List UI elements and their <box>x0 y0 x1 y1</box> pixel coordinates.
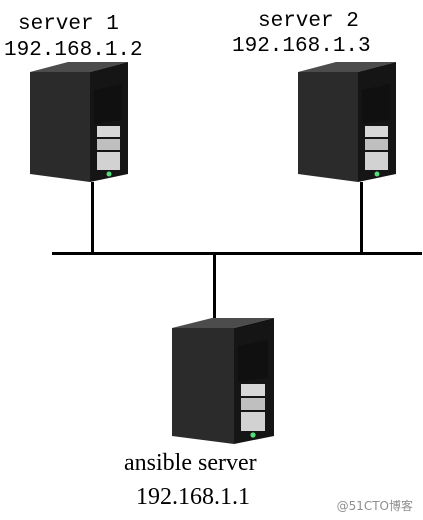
ansible-server-ip-label: 192.168.1.1 <box>136 484 250 510</box>
server2-tower-icon <box>298 62 396 182</box>
ansible-server-tower-icon <box>172 318 274 444</box>
ansible-server-connector-line <box>213 252 216 322</box>
server2-connector-line <box>360 182 363 254</box>
server1-ip-label: 192.168.1.2 <box>4 39 143 62</box>
server1-connector-line <box>91 182 94 254</box>
server1-name-label: server 1 <box>18 13 119 36</box>
network-bus-line <box>52 252 422 255</box>
server2-name-label: server 2 <box>258 10 359 33</box>
server2-ip-label: 192.168.1.3 <box>232 35 371 58</box>
server1-tower-icon <box>30 62 128 182</box>
watermark-text: @51CTO博客 <box>336 499 413 513</box>
ansible-server-name-label: ansible server <box>124 450 257 476</box>
